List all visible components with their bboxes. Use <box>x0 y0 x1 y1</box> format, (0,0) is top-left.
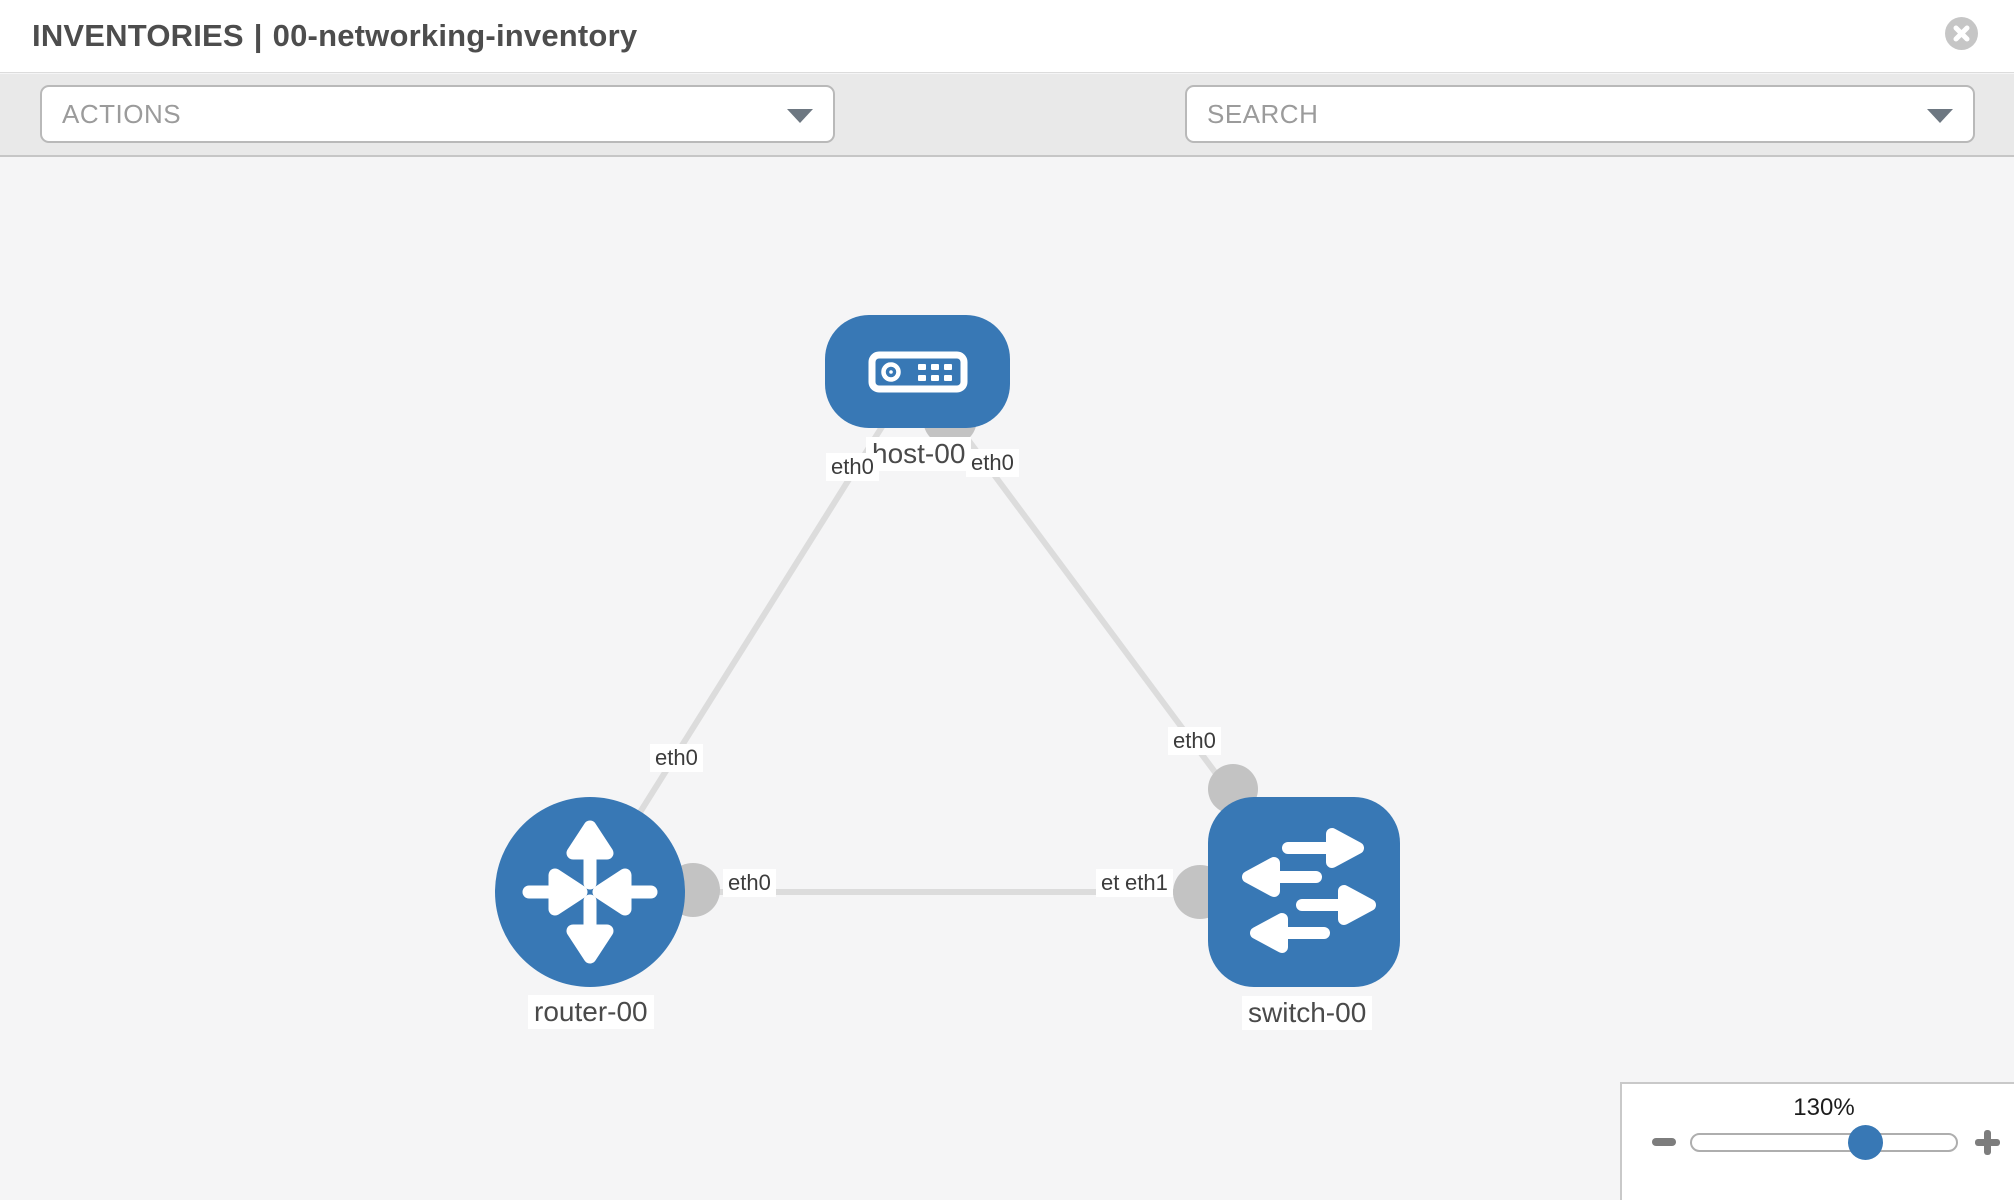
router-arrows-icon <box>522 820 658 964</box>
close-icon <box>1953 25 1970 42</box>
page-title-divider: | <box>253 18 263 53</box>
chevron-down-icon <box>787 109 813 123</box>
close-button[interactable] <box>1945 17 1978 50</box>
node-label-host: host-00 <box>866 437 972 471</box>
iface-label-switch-top: eth0 <box>1168 727 1221 755</box>
actions-dropdown-label: ACTIONS <box>62 98 182 129</box>
page-title: INVENTORIES | 00-networking-inventory <box>32 18 637 54</box>
toolbar: ACTIONS SEARCH <box>0 74 2014 211</box>
chevron-down-icon <box>1927 109 1953 123</box>
window-header: INVENTORIES | 00-networking-inventory <box>0 0 2014 73</box>
topology-links-layer <box>587 369 1307 919</box>
iface-label-switch-left-front: eth1 <box>1120 869 1173 897</box>
iface-label-host-right: eth0 <box>966 449 1019 477</box>
zoom-out-button[interactable] <box>1652 1138 1676 1146</box>
node-label-router: router-00 <box>528 995 654 1029</box>
search-dropdown[interactable]: SEARCH <box>1185 85 1975 143</box>
zoom-slider-thumb[interactable] <box>1848 1125 1883 1160</box>
zoom-control-panel: 130% <box>1620 1082 2014 1200</box>
page-title-section: INVENTORIES <box>32 18 244 53</box>
iface-label-router-right: eth0 <box>723 869 776 897</box>
node-label-switch: switch-00 <box>1242 996 1373 1030</box>
topology-canvas[interactable]: host-00 router-00 switch-00 eth0 eth0 et… <box>0 157 2014 1200</box>
switch-arrows-icon <box>1242 828 1376 953</box>
zoom-in-button[interactable] <box>1975 1130 2000 1155</box>
actions-dropdown[interactable]: ACTIONS <box>40 85 835 143</box>
inventory-name: 00-networking-inventory <box>272 18 638 53</box>
iface-label-host-left: eth0 <box>826 453 879 481</box>
iface-label-router-link: eth0 <box>650 744 703 772</box>
node-router-00[interactable] <box>495 797 685 987</box>
zoom-slider[interactable] <box>1690 1125 1958 1160</box>
zoom-level-value: 130% <box>1793 1094 1855 1121</box>
node-switch-00[interactable] <box>1208 797 1400 987</box>
host-device-icon <box>868 351 967 392</box>
search-dropdown-label: SEARCH <box>1207 98 1319 129</box>
node-host-00[interactable] <box>825 315 1010 428</box>
